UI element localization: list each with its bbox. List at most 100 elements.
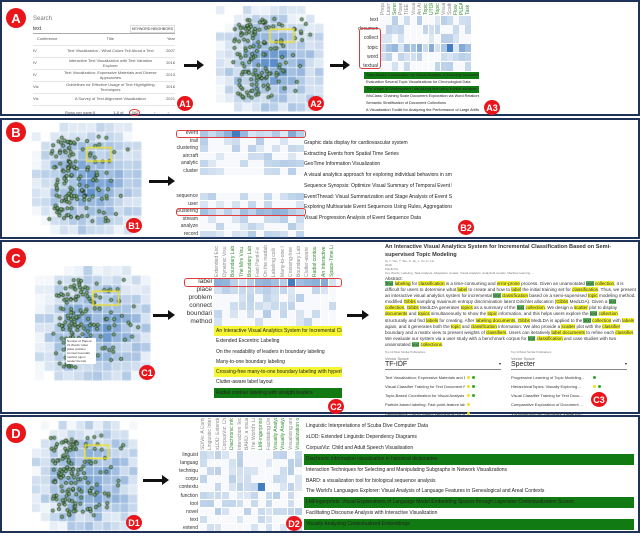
heatmap-cell[interactable] [294,475,302,483]
heatmap-cell[interactable] [422,52,429,62]
heatmap-cell[interactable] [264,230,272,238]
heatmap-cell[interactable] [459,52,465,62]
heatmap-cell[interactable] [404,34,410,44]
heatmap-cell[interactable] [208,130,216,137]
heatmap-cell[interactable] [265,491,273,500]
heatmap-cell[interactable] [288,160,296,167]
heatmap-cell[interactable] [207,515,215,524]
heatmap-cell[interactable] [263,286,271,294]
paper-title-item[interactable]: Extracting Events from Spatial Time Seri… [304,150,399,157]
heatmap-cell[interactable] [236,507,244,516]
heatmap-cell[interactable] [214,459,222,467]
heatmap-cell[interactable] [434,34,441,44]
column-label[interactable]: Linguistic Inter [207,418,214,450]
heatmap-cell[interactable] [271,286,280,294]
heatmap-cell[interactable] [263,294,271,302]
row-label[interactable]: boundari [186,310,212,317]
heatmap-cell[interactable] [386,16,392,25]
heatmap-cell[interactable] [422,25,429,34]
row-label[interactable]: clustering [176,208,198,214]
row-label[interactable]: trail [189,137,198,144]
heatmap-cell[interactable] [434,52,441,62]
heatmap-cell[interactable] [328,318,337,326]
heatmap-cell[interactable] [279,318,288,326]
heatmap-cell[interactable] [280,507,288,516]
heatmap-cell[interactable] [256,230,264,238]
paper-title-item[interactable]: The shape of Shakespeare: visualizing te… [364,86,479,93]
heatmap-cell[interactable] [296,223,304,230]
heatmap-cell[interactable] [214,451,222,459]
heatmap-cell[interactable] [304,286,312,294]
heatmap-cell[interactable] [404,25,410,34]
heatmap-cell[interactable] [386,34,392,44]
heatmap-cell[interactable] [392,62,398,71]
heatmap-cell[interactable] [240,193,248,200]
search-mode-toggle[interactable]: KEYWORD NEIGHBORS [129,25,175,33]
heatmap-cell[interactable] [230,286,239,294]
heatmap-cell[interactable] [251,475,258,483]
heatmap-cell[interactable] [392,43,398,53]
heatmap-cell[interactable] [256,145,264,152]
column-label[interactable]: An Interactive [320,246,327,277]
row-label[interactable]: techniqu [179,468,198,475]
heatmap-cell[interactable] [200,223,208,230]
heatmap-cell[interactable] [410,34,417,44]
heatmap-cell[interactable] [272,152,280,160]
heatmap-cell[interactable] [232,200,240,208]
heatmap-cell[interactable] [255,294,263,302]
paper-title-item[interactable]: LMFingerprints: Visual Explanations of L… [304,497,634,509]
heatmap-cell[interactable] [312,302,321,310]
heatmap-cell[interactable] [428,25,435,34]
heatmap-cell[interactable] [296,215,304,223]
heatmap-cell[interactable] [224,200,232,208]
map-b1[interactable] [32,123,142,235]
heatmap-cell[interactable] [207,451,215,459]
heatmap-cell[interactable] [287,294,296,302]
heatmap-cell[interactable] [251,515,258,524]
map-d1[interactable] [32,421,138,531]
heatmap-cell[interactable] [272,215,280,223]
row-label[interactable]: linguist [182,452,198,458]
heatmap-cell[interactable] [380,16,386,25]
heatmap-cell[interactable] [279,278,288,286]
heatmap-cell[interactable] [200,137,208,145]
row-label[interactable]: word [367,53,378,60]
heatmap-cell[interactable] [216,167,224,175]
column-label[interactable]: LMFingerprints [258,418,265,450]
heatmap-cell[interactable] [273,467,280,475]
heatmap-cell[interactable] [273,515,280,524]
heatmap-cell[interactable] [272,160,280,167]
heatmap-cell[interactable] [229,483,236,491]
heatmap-cell[interactable] [273,523,280,532]
heatmap-cell[interactable] [251,483,258,491]
heatmap-cell[interactable] [441,62,447,71]
paper-title-item[interactable]: CorpusViz: Child and Adult Speech Visual… [306,444,414,451]
heatmap-cell[interactable] [265,523,273,532]
paper-title-item[interactable]: Diachronic information visualization in … [304,453,634,465]
similar-item[interactable]: Progressive Learning of Topic Modeling..… [511,373,627,382]
heatmap-cell[interactable] [222,286,230,294]
heatmap-cell[interactable] [221,467,229,475]
heatmap-cell[interactable] [246,310,255,318]
heatmap-cell[interactable] [441,16,447,25]
heatmap-cell[interactable] [410,62,417,71]
heatmap-cell[interactable] [240,208,248,215]
heatmap-cell[interactable] [200,507,207,516]
heatmap-cell[interactable] [380,52,386,62]
vector-space-select[interactable]: TF-IDF▾ [385,361,501,371]
heatmap-cell[interactable] [392,25,398,34]
heatmap-cell[interactable] [208,145,216,152]
heatmap-cell[interactable] [224,223,232,230]
heatmap-cell[interactable] [255,278,263,286]
heatmap-cell[interactable] [328,302,337,310]
heatmap-cell[interactable] [240,230,248,238]
heatmap-cell[interactable] [214,310,222,318]
heatmap-cell[interactable] [208,230,216,238]
heatmap-cell[interactable] [434,25,441,34]
heatmap-cell[interactable] [287,499,295,508]
heatmap-cell[interactable] [320,286,329,294]
next-page-button[interactable]: › [167,110,169,115]
heatmap-cell[interactable] [200,491,207,500]
heatmap-cell[interactable] [296,137,304,145]
paper-title-item[interactable]: On the readability of leaders in boundar… [216,348,325,355]
